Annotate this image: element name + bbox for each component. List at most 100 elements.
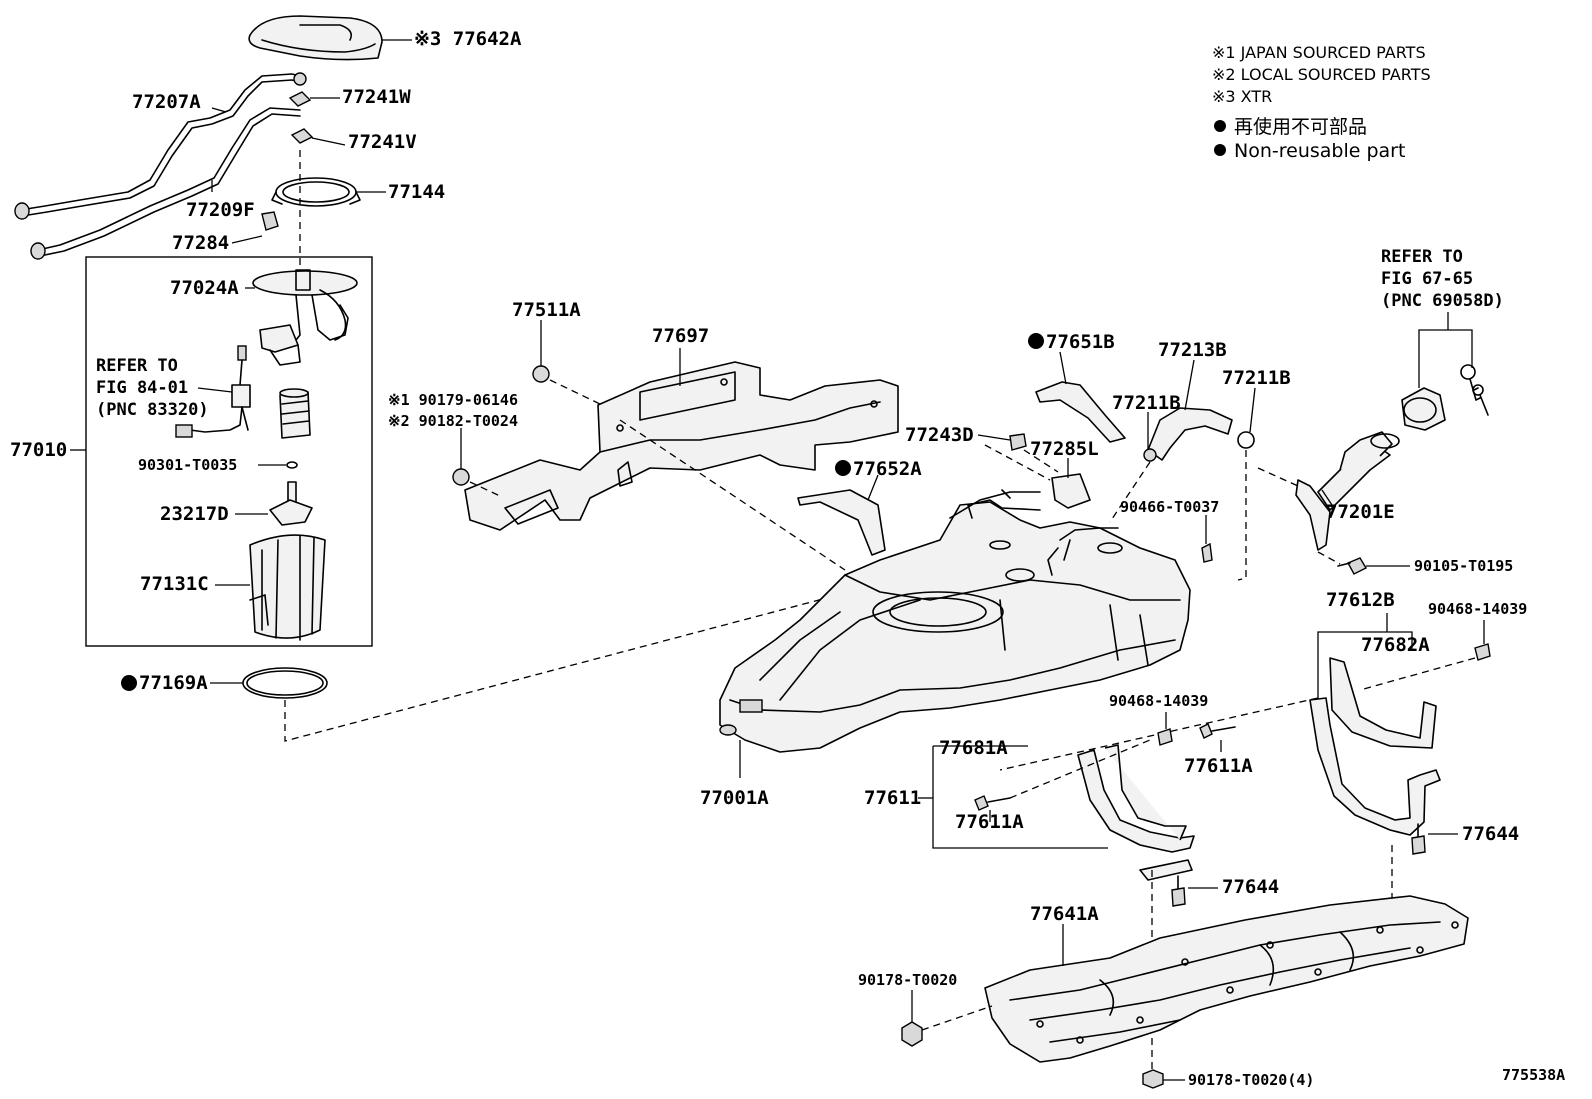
part-label-77241V: 77241V: [348, 131, 417, 153]
bolt-90105-drawing: [1337, 557, 1367, 575]
non-reusable-bullet-icon: [835, 460, 851, 476]
part-label-77209F: 77209F: [186, 199, 255, 221]
ref-fig84-line2: FIG 84-01: [96, 378, 188, 398]
part-label-90301-T0035: 90301-T0035: [138, 456, 237, 474]
non-reusable-bullet-icon: [1028, 333, 1044, 349]
legend: ※1 JAPAN SOURCED PARTS ※2 LOCAL SOURCED …: [1212, 43, 1431, 162]
ref-fig67-line2: FIG 67-65: [1381, 269, 1473, 289]
part-label-77682A: 77682A: [1361, 634, 1430, 656]
part-label-77644-2: 77644: [1462, 823, 1519, 845]
part-label-77024A: 77024A: [170, 277, 239, 299]
bolt-77644-drawing: [1411, 823, 1426, 855]
o-ring-small-drawing: [286, 461, 298, 469]
cap-77284-drawing: [261, 211, 279, 231]
fuel-pump-drawing: [269, 481, 313, 526]
part-label-77642A: ※3 77642A: [414, 28, 522, 50]
clip-90179-drawing: [452, 468, 470, 486]
part-label-77001A: 77001A: [700, 787, 769, 809]
part-label-90468-14039-1: 90468-14039: [1428, 600, 1527, 618]
part-label-77611A-2: 77611A: [955, 811, 1024, 833]
protector-77651B-drawing: [1035, 381, 1126, 443]
part-label-77284: 77284: [172, 232, 229, 254]
part-label-77641A: 77641A: [1030, 903, 1099, 925]
non-reusable-bullet-icon: [121, 675, 137, 691]
part-label-77285L: 77285L: [1030, 438, 1099, 460]
fuel-hose-drawing: [1047, 407, 1233, 576]
part-label-90466-T0037: 90466-T0037: [1120, 498, 1219, 516]
part-label-77611-group: 77611: [864, 787, 921, 809]
part-label-23217D: 23217D: [160, 503, 229, 525]
part-label-77010: 77010: [10, 439, 67, 461]
ref-fig67-line3: (PNC 69058D): [1381, 291, 1504, 311]
bracket-77285L-drawing: [1051, 473, 1091, 509]
retainer-ring-drawing: [271, 177, 361, 207]
fuel-tank-drawing: [719, 491, 1191, 753]
part-label-77201E: 77201E: [1326, 501, 1395, 523]
nut-90178-drawing: [901, 1021, 923, 1047]
fuel-line-drawing: [14, 72, 307, 260]
part-label-77697: 77697: [652, 325, 709, 347]
pump-flange-drawing: [252, 269, 358, 366]
part-label-77241W: 77241W: [342, 86, 411, 108]
hose-clamp-icon: [1143, 448, 1157, 462]
part-label-77131C: 77131C: [140, 573, 209, 595]
pump-assembly-box: [85, 256, 373, 647]
part-label-77211B-2: 77211B: [1222, 367, 1291, 389]
diagram-id: 775538A: [1502, 1066, 1565, 1084]
bolt-90468-drawing: [1474, 643, 1491, 661]
ref-fig67-line1: REFER TO: [1381, 247, 1463, 267]
tank-gasket-drawing: [242, 667, 328, 699]
fuel-filler-pipe-drawing: [1295, 431, 1400, 551]
strap-77682A-drawing: [1329, 657, 1437, 749]
part-label-90468-14039-2: 90468-14039: [1109, 692, 1208, 710]
legend-note-3: ※3 XTR: [1212, 87, 1272, 106]
bolt-90468-drawing: [1157, 728, 1173, 746]
fuel-cap-drawing: [1401, 387, 1446, 431]
clip-77241V-drawing: [290, 128, 314, 144]
bolt-77611A-drawing: [974, 795, 1011, 811]
part-label-90182-T0024: ※2 90182-T0024: [388, 412, 518, 430]
part-label-77612B: 77612B: [1326, 589, 1395, 611]
part-label-77651B: 77651B: [1046, 331, 1115, 353]
part-label-77169A: 77169A: [139, 672, 208, 694]
part-label-90105-T0195: 90105-T0195: [1414, 557, 1513, 575]
bolt-77611A-drawing: [1199, 723, 1236, 739]
part-label-77211B-1: 77211B: [1112, 392, 1181, 414]
strap-77681A-drawing: [1077, 744, 1195, 881]
legend-nonreusable-en: Non-reusable part: [1234, 140, 1405, 162]
under-cover-drawing: [984, 895, 1469, 1063]
part-label-77511A: 77511A: [512, 299, 581, 321]
part-label-77207A: 77207A: [132, 91, 201, 113]
non-reusable-bullet-icon: [1214, 120, 1226, 132]
pump-cover-drawing: [248, 15, 383, 61]
ref-fig84-line1: REFER TO: [96, 356, 178, 376]
part-label-90178-T0020-4: 90178-T0020(4): [1188, 1071, 1314, 1089]
part-label-77652A: 77652A: [853, 458, 922, 480]
valve-77243D-drawing: [1009, 433, 1027, 451]
sender-gauge-drawing: [175, 345, 251, 438]
part-label-77243D: 77243D: [905, 424, 974, 446]
clip-90466-drawing: [1201, 542, 1213, 563]
clip-77241W-drawing: [288, 91, 312, 107]
part-label-77681A: 77681A: [939, 737, 1008, 759]
fuel-filter-drawing: [279, 388, 311, 439]
key-icon: [1460, 364, 1489, 416]
part-label-77213B: 77213B: [1158, 339, 1227, 361]
nut-90178-drawing: [1142, 1069, 1164, 1089]
legend-note-2: ※2 LOCAL SOURCED PARTS: [1212, 65, 1431, 84]
part-label-90178-T0020-1: 90178-T0020: [858, 971, 957, 989]
clip-77511A-drawing: [532, 365, 550, 383]
hose-clamp-icon: [1237, 431, 1255, 449]
fuel-suction-cup-drawing: [249, 534, 326, 641]
legend-note-1: ※1 JAPAN SOURCED PARTS: [1212, 43, 1426, 62]
non-reusable-bullet-icon: [1214, 144, 1226, 156]
ref-fig84-line3: (PNC 83320): [96, 400, 209, 420]
part-label-77144: 77144: [388, 181, 445, 203]
bolt-77644-drawing: [1171, 875, 1186, 907]
legend-nonreusable-jp: 再使用不可部品: [1234, 116, 1367, 138]
strap-77612B-drawing: [1309, 697, 1441, 836]
part-label-77611A-1: 77611A: [1184, 755, 1253, 777]
protector-77652A-drawing: [797, 489, 886, 556]
part-label-90179-06146: ※1 90179-06146: [388, 391, 518, 409]
